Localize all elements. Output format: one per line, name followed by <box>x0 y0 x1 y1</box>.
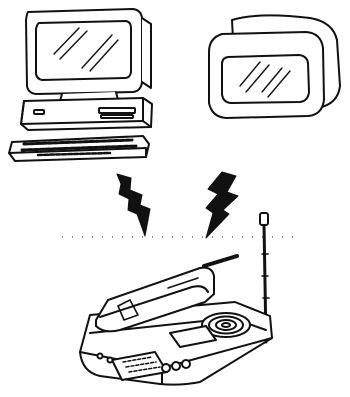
desktop-computer <box>9 9 152 161</box>
lightning-signal-icon <box>206 172 238 238</box>
tv-monitor <box>209 15 340 118</box>
lightning-signal-icon <box>117 174 150 236</box>
cordless-phone-base <box>80 213 272 385</box>
